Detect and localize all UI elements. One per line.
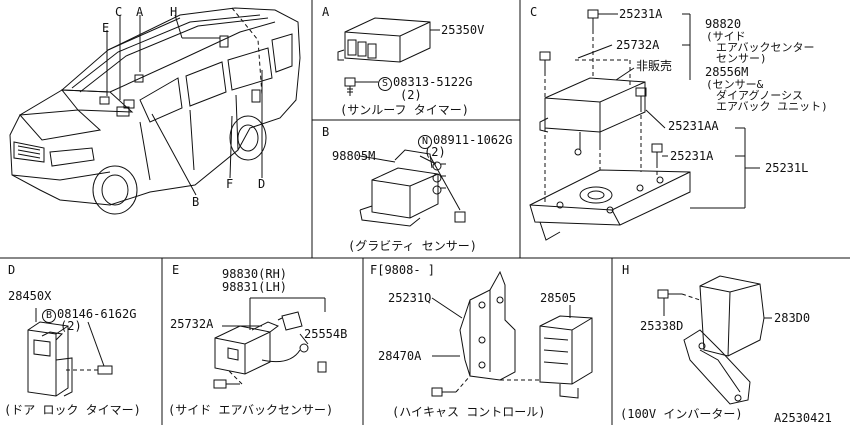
callout-d: D [258, 177, 266, 191]
hicas-control-caption: (ハイキャス コントロール) [392, 405, 546, 419]
door-lock-timer-drawing [27, 308, 113, 397]
gravity-nut-qty: (2) [424, 145, 446, 159]
side-airbag-sensor-caption: (サイド エアバックセンサー) [168, 403, 334, 417]
nut-symbol: N [418, 135, 432, 149]
assy1-desc-line2: エアバックセンター [716, 41, 815, 54]
hicas-bolt: 28470A [378, 349, 422, 363]
diagram-code: A2530421 [774, 411, 832, 425]
side-sensor-lh: 98831(LH) [222, 280, 288, 294]
side-sensor-rh: 98830(RH) [222, 267, 288, 281]
inverter-caption: (100V インバーター) [620, 407, 743, 421]
airbag-bolt-mid: 25231AA [668, 119, 719, 133]
panel-d-letter: D [8, 263, 16, 277]
sunroof-screw-qty: (2) [400, 88, 422, 102]
callout-h: H [170, 5, 178, 19]
airbag-bracket: 25732A [616, 38, 660, 52]
assy2-desc-line2: ダイアグノーシス [716, 89, 804, 102]
gravity-sensor-drawing [359, 149, 466, 227]
assy1-desc-line3: センサー) [716, 52, 767, 65]
sunroof-timer-caption: (サンルーフ タイマー) [340, 103, 469, 117]
assy2-desc-line3: エアバック ユニット) [716, 100, 828, 113]
gravity-sensor-part-number: 98805M [332, 149, 376, 163]
diagnosis-airbag-unit-number: 28556M [705, 65, 749, 79]
assy2-desc-line1: (センサー& [706, 78, 764, 91]
panel-f-header: F[9808- ] [370, 264, 435, 276]
panel-h-letter: H [622, 263, 630, 277]
airbag-kit-part-number: 25231L [765, 161, 809, 175]
inverter-bolt: 25338D [640, 319, 684, 333]
panel-a-letter: A [322, 5, 330, 19]
side-airbag-sensor-drawing [213, 297, 327, 389]
panel-f-date: [9808- ] [377, 263, 436, 277]
inverter-drawing [657, 275, 772, 405]
callout-b: B [192, 195, 200, 209]
bolt-symbol: B [42, 309, 56, 323]
panel-b-letter: B [322, 125, 330, 139]
assy1-desc-line1: (サイド [706, 30, 746, 43]
screw-symbol: S [378, 77, 392, 91]
callout-f: F [226, 177, 234, 191]
panel-f-letter: F [370, 263, 378, 277]
side-sensor-bolt: 25554B [304, 327, 348, 341]
hicas-control-drawing [431, 270, 593, 399]
hicas-unit: 28505 [540, 291, 577, 305]
inverter-unit: 283D0 [774, 311, 811, 325]
callout-e: E [102, 21, 110, 35]
not-for-sale-label: 非販売 [636, 59, 673, 73]
airbag-bolt-low: 25231A [670, 149, 714, 163]
callout-a: A [136, 5, 144, 19]
callout-c: C [115, 5, 123, 19]
gravity-sensor-caption: (グラビティ センサー) [348, 239, 477, 253]
door-lock-bolt-qty: (2) [60, 319, 82, 333]
door-lock-timer-caption: (ドア ロック タイマー) [4, 403, 141, 417]
station-wagon-drawing [9, 7, 301, 215]
hicas-bracket: 25231Q [388, 291, 432, 305]
airbag-unit-drawing [529, 9, 760, 241]
airbag-bolt-top: 25231A [619, 7, 663, 21]
sunroof-timer-part-number: 25350V [441, 23, 485, 37]
side-sensor-bracket: 25732A [170, 317, 214, 331]
panel-c-letter: C [530, 5, 538, 19]
sunroof-timer-drawing [337, 17, 440, 96]
door-lock-timer-part-number: 28450X [8, 289, 52, 303]
panel-e-letter: E [172, 263, 180, 277]
side-airbag-center-sensor-number: 98820 [705, 17, 742, 31]
